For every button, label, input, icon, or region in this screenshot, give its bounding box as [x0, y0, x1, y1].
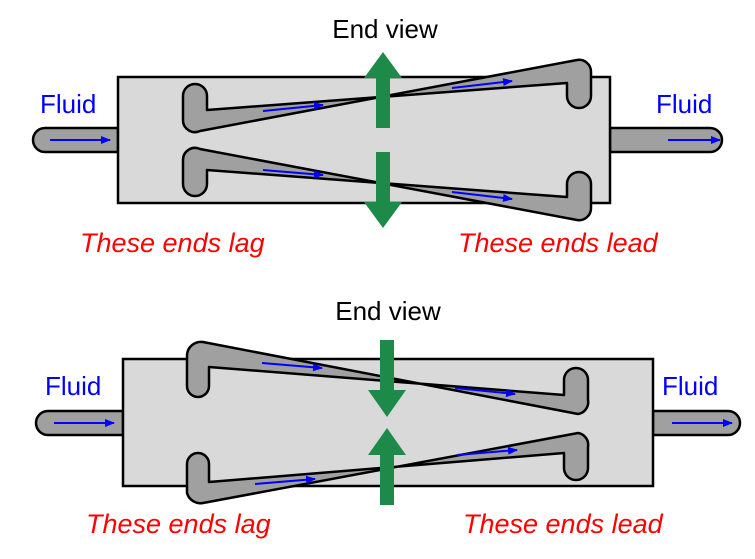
lead-note: These ends lead — [463, 509, 664, 539]
up-motion-arrow-icon — [368, 428, 406, 505]
lower-tube-flow-arrow-icon — [451, 191, 513, 202]
lag-note: These ends lag — [80, 228, 265, 258]
down-motion-arrow-icon — [368, 340, 406, 417]
upper-tube-flow-arrow-icon — [454, 387, 516, 398]
outlet-fluid-label: Fluid — [656, 89, 712, 119]
lag-note: These ends lag — [86, 509, 271, 539]
inlet-fluid-label: Fluid — [45, 371, 101, 401]
bottom-diagram: End view Fluid Fluid These ends lag Thes… — [34, 296, 742, 539]
upper-tube-flow-arrow-icon — [262, 101, 324, 112]
outlet-fluid-label: Fluid — [662, 371, 718, 401]
end-view-label: End view — [332, 14, 438, 44]
lower-tube-flow-arrow-icon — [262, 169, 324, 179]
lead-note: These ends lead — [458, 228, 659, 258]
inlet-fluid-label: Fluid — [40, 89, 96, 119]
outlet-pipe — [608, 126, 724, 154]
up-motion-arrow-icon — [364, 52, 402, 128]
upper-tube-flow-arrow-icon — [451, 78, 513, 89]
lower-tube-flow-arrow-icon — [254, 475, 316, 485]
upper-tube-flow-arrow-icon — [261, 362, 323, 372]
down-motion-arrow-icon — [364, 152, 402, 228]
top-diagram: End view Fluid Fluid These ends lag Thes… — [31, 14, 724, 258]
lower-tube-flow-arrow-icon — [456, 446, 518, 456]
end-view-label: End view — [335, 296, 441, 326]
